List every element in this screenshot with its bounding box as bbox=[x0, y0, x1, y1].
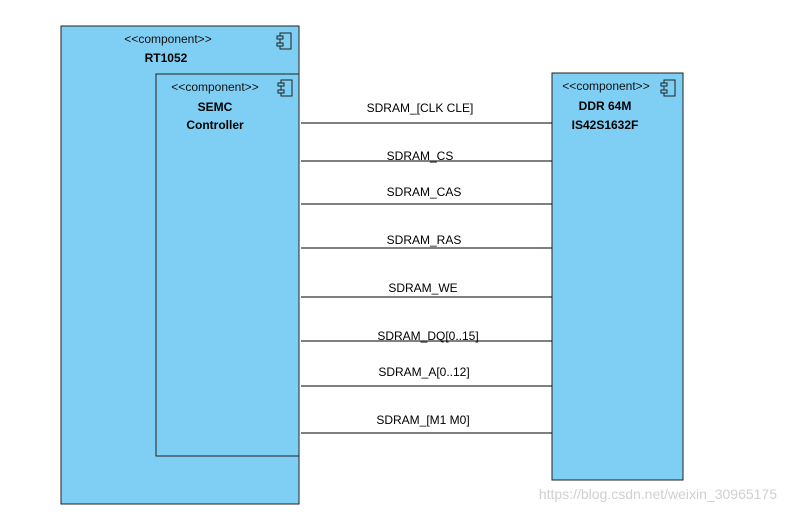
connection-sdram-cas[interactable]: SDRAM_CAS bbox=[301, 185, 552, 205]
component-ddr-box bbox=[551, 72, 684, 481]
component-semc-box bbox=[155, 73, 300, 457]
component-semc-name-line2: Controller bbox=[186, 118, 244, 132]
connection-sdram-m1-m0[interactable]: SDRAM_[M1 M0] bbox=[301, 413, 552, 434]
component-semc-name-line1: SEMC bbox=[198, 100, 233, 114]
component-ddr-name-line1: DDR 64M bbox=[579, 99, 632, 113]
connection-label: SDRAM_A[0..12] bbox=[378, 365, 469, 379]
component-ddr-64m[interactable]: <<component>> DDR 64M IS42S1632F bbox=[551, 72, 684, 481]
connection-sdram-a[interactable]: SDRAM_A[0..12] bbox=[301, 365, 552, 387]
connection-label: SDRAM_DQ[0..15] bbox=[377, 329, 478, 343]
component-rt1052-stereotype: <<component>> bbox=[124, 32, 211, 46]
connection-label: SDRAM_CAS bbox=[387, 185, 462, 199]
component-semc-stereotype: <<component>> bbox=[171, 80, 258, 94]
connection-sdram-dq[interactable]: SDRAM_DQ[0..15] bbox=[301, 329, 552, 343]
connection-sdram-ras[interactable]: SDRAM_RAS bbox=[301, 233, 552, 249]
component-rt1052-name: RT1052 bbox=[145, 51, 188, 65]
component-icon bbox=[277, 79, 293, 97]
watermark: https://blog.csdn.net/weixin_30965175 bbox=[539, 486, 777, 502]
connection-sdram-clk-cle[interactable]: SDRAM_[CLK CLE] bbox=[301, 101, 552, 124]
component-icon bbox=[276, 32, 292, 50]
connection-label: SDRAM_RAS bbox=[387, 233, 462, 247]
component-icon bbox=[660, 79, 676, 97]
component-ddr-stereotype: <<component>> bbox=[562, 79, 649, 93]
connection-sdram-we[interactable]: SDRAM_WE bbox=[301, 281, 552, 298]
connection-label: SDRAM_[M1 M0] bbox=[376, 413, 469, 427]
connection-label: SDRAM_WE bbox=[388, 281, 457, 295]
component-semc-controller[interactable]: <<component>> SEMC Controller bbox=[155, 73, 300, 457]
connection-sdram-cs[interactable]: SDRAM_CS bbox=[301, 149, 552, 163]
connection-label: SDRAM_CS bbox=[387, 149, 454, 163]
component-ddr-name-line2: IS42S1632F bbox=[572, 118, 639, 132]
connection-label: SDRAM_[CLK CLE] bbox=[367, 101, 474, 115]
